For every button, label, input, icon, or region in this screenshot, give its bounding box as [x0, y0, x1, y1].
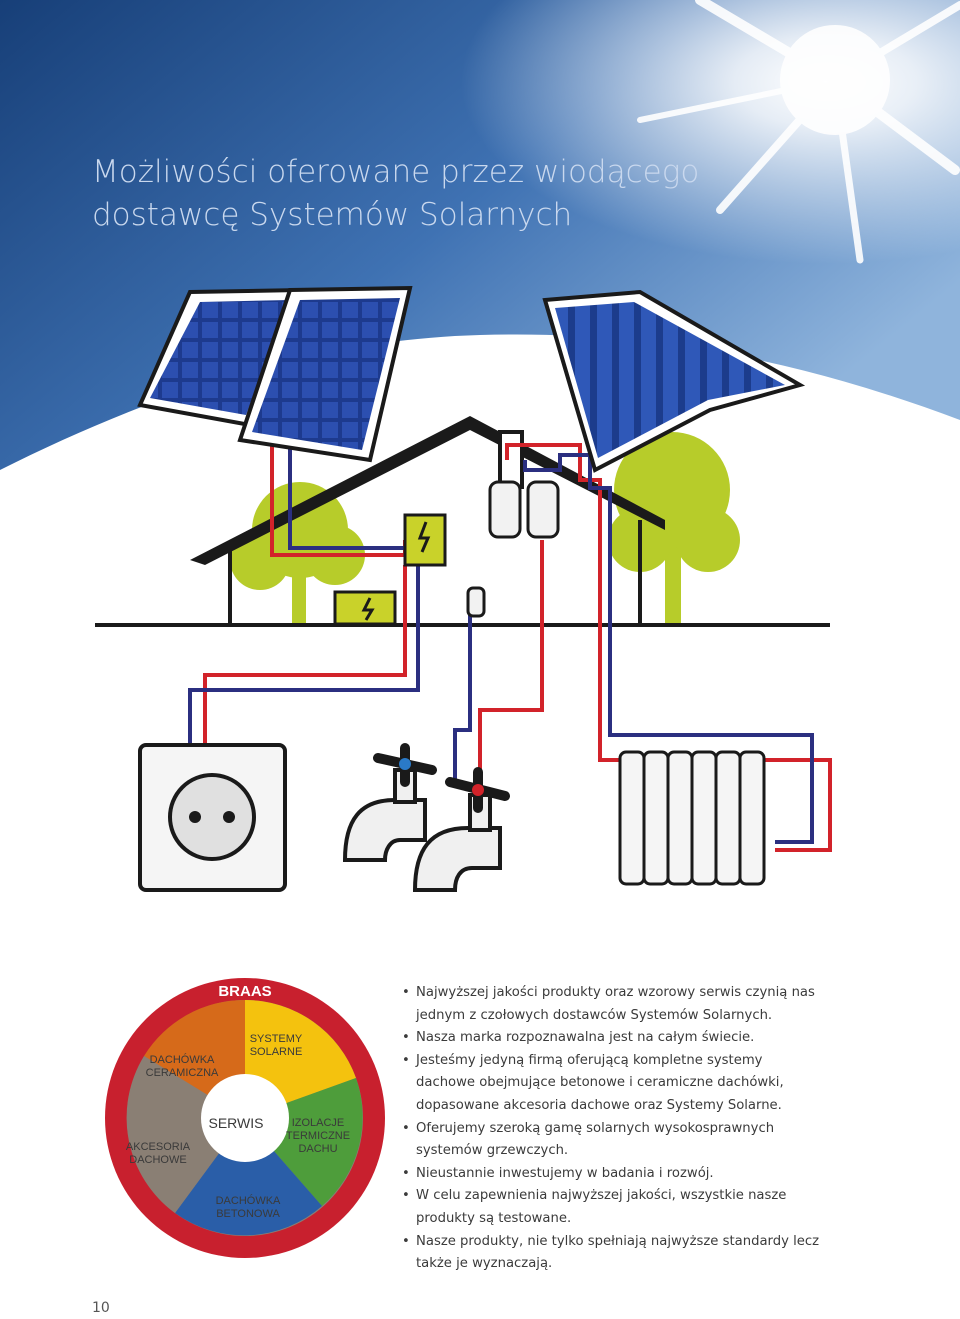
cold-tap-icon [342, 743, 437, 862]
thermal-collector-icon [542, 289, 806, 473]
label-solarne-2: SOLARNE [250, 1046, 303, 1058]
wires [188, 360, 832, 852]
page-number: 10 [92, 1300, 110, 1316]
brand-logo: BRAAS [218, 983, 271, 1000]
list-item: Oferujemy szeroką gamę solarnych wysokos… [400, 1118, 820, 1163]
page-title: Możliwości oferowane przez wiodącego dos… [92, 151, 772, 237]
inverter-icon [403, 513, 447, 567]
title-line-1: Możliwości oferowane przez wiodącego [92, 153, 700, 190]
label-ceramiczna-1: DACHÓWKA [150, 1053, 215, 1066]
list-item: Najwyższej jakości produkty oraz wzorowy… [400, 982, 820, 1027]
list-item: Nieustannie inwestujemy w badania i rozw… [400, 1163, 820, 1186]
label-solarne-1: SYSTEMY [250, 1033, 303, 1045]
list-item: Nasza marka rozpoznawalna jest na całym … [400, 1027, 820, 1050]
segment-betonowa [175, 1118, 322, 1236]
power-socket-icon [138, 743, 287, 892]
label-betonowa-2: BETONOWA [216, 1208, 280, 1220]
list-item: Nasze produkty, nie tylko spełniają najw… [400, 1231, 820, 1276]
hot-tap-icon [412, 767, 510, 892]
benefits-list: Najwyższej jakości produkty oraz wzorowy… [400, 982, 820, 1276]
sun-icon [637, 0, 960, 264]
label-izolacje-1: IZOLACJE [292, 1117, 345, 1129]
title-line-2: dostawcę Systemów Solarnych [92, 196, 573, 233]
label-serwis: SERWIS [209, 1115, 264, 1131]
battery-icon [333, 590, 397, 626]
water-tank-icon [466, 480, 560, 618]
segment-akcesoria [126, 1056, 245, 1213]
radiator-icon [618, 750, 766, 886]
label-izolacje-2: TERMICZNE [286, 1130, 350, 1142]
tree-right-icon [608, 432, 740, 625]
label-betonowa-1: DACHÓWKA [216, 1194, 281, 1207]
label-ceramiczna-2: CERAMICZNA [146, 1067, 219, 1079]
wheel-center [201, 1074, 289, 1162]
list-item: Jesteśmy jedyną firmą oferującą kompletn… [400, 1050, 820, 1118]
list-item: W celu zapewnienia najwyższej jakości, w… [400, 1185, 820, 1230]
label-akcesoria-2: DACHOWE [129, 1154, 186, 1166]
pv-panel-2-icon [237, 285, 413, 463]
label-akcesoria-1: AKCESORIA [126, 1141, 191, 1153]
solar-system-illustration [0, 0, 960, 892]
braas-system-wheel: BRAAS DACHÓWKA CERAMICZNA SYSTEMY SOLARN… [105, 978, 385, 1268]
label-izolacje-3: DACHU [298, 1143, 337, 1155]
